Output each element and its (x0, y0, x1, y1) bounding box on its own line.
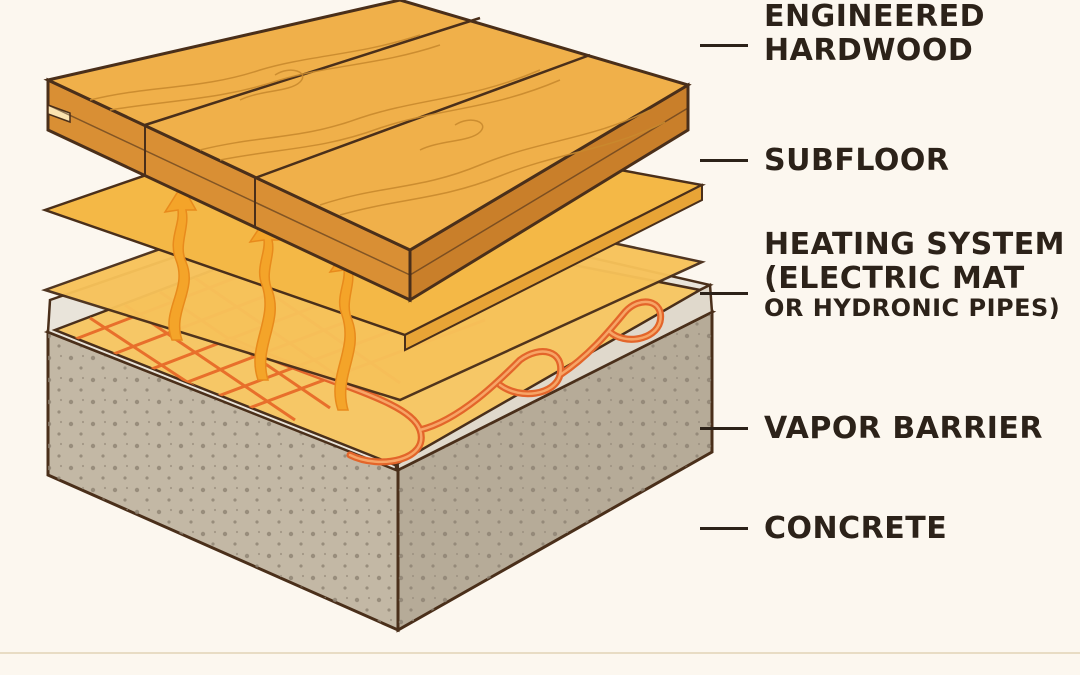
label-concrete: CONCRETE (700, 512, 947, 546)
label-heating-line1: HEATING SYSTEM (764, 227, 1066, 262)
leader-line (700, 527, 748, 531)
label-subfloor: SUBFLOOR (700, 144, 949, 178)
hardwood-layer (43, 0, 692, 303)
leader-line (700, 292, 748, 295)
label-vapor-text: VAPOR BARRIER (764, 411, 1043, 446)
label-heating-system: HEATING SYSTEM (ELECTRIC MAT OR HYDRONIC… (700, 228, 1065, 322)
leader-line (700, 159, 748, 163)
label-heating-line3: OR HYDRONIC PIPES) (764, 294, 1061, 323)
label-heating-line2: (ELECTRIC MAT (764, 260, 1025, 296)
label-hardwood-line1: ENGINEERED (764, 0, 985, 34)
label-concrete-text: CONCRETE (764, 511, 948, 546)
label-hardwood-line2: HARDWOOD (764, 32, 974, 68)
bottom-divider (0, 652, 1080, 654)
leader-line (700, 427, 748, 431)
label-vapor-barrier: VAPOR BARRIER (700, 412, 1043, 446)
label-engineered-hardwood: ENGINEERED HARDWOOD (700, 0, 985, 67)
label-subfloor-text: SUBFLOOR (764, 143, 950, 178)
leader-line (700, 44, 748, 48)
hardwood-top-face (43, 0, 692, 252)
